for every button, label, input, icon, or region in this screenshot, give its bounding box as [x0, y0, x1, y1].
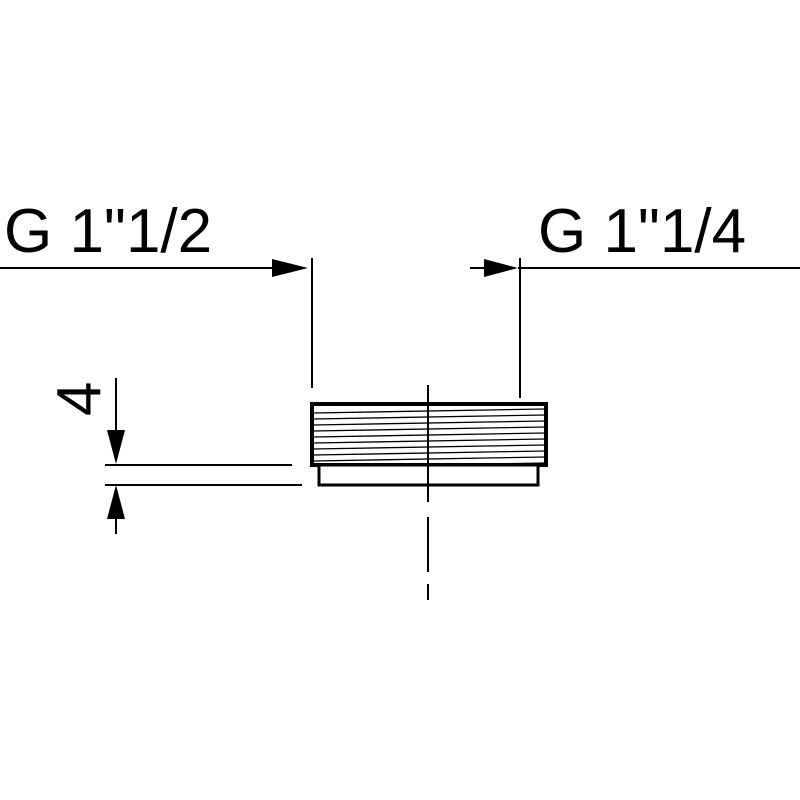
arrowhead-right: [484, 259, 518, 277]
dimension-leader-right: [470, 258, 800, 398]
dimension-label-left: G 1"1/2: [4, 197, 212, 266]
dimension-label-right: G 1"1/4: [538, 197, 746, 266]
arrowhead-left: [272, 259, 308, 277]
dimension-label-height: 4: [45, 382, 114, 416]
dimension-leader-left: [0, 258, 313, 388]
arrowhead-height-bottom: [107, 485, 125, 519]
arrowhead-height-top: [107, 430, 125, 464]
dimension-height-4: [105, 378, 302, 534]
